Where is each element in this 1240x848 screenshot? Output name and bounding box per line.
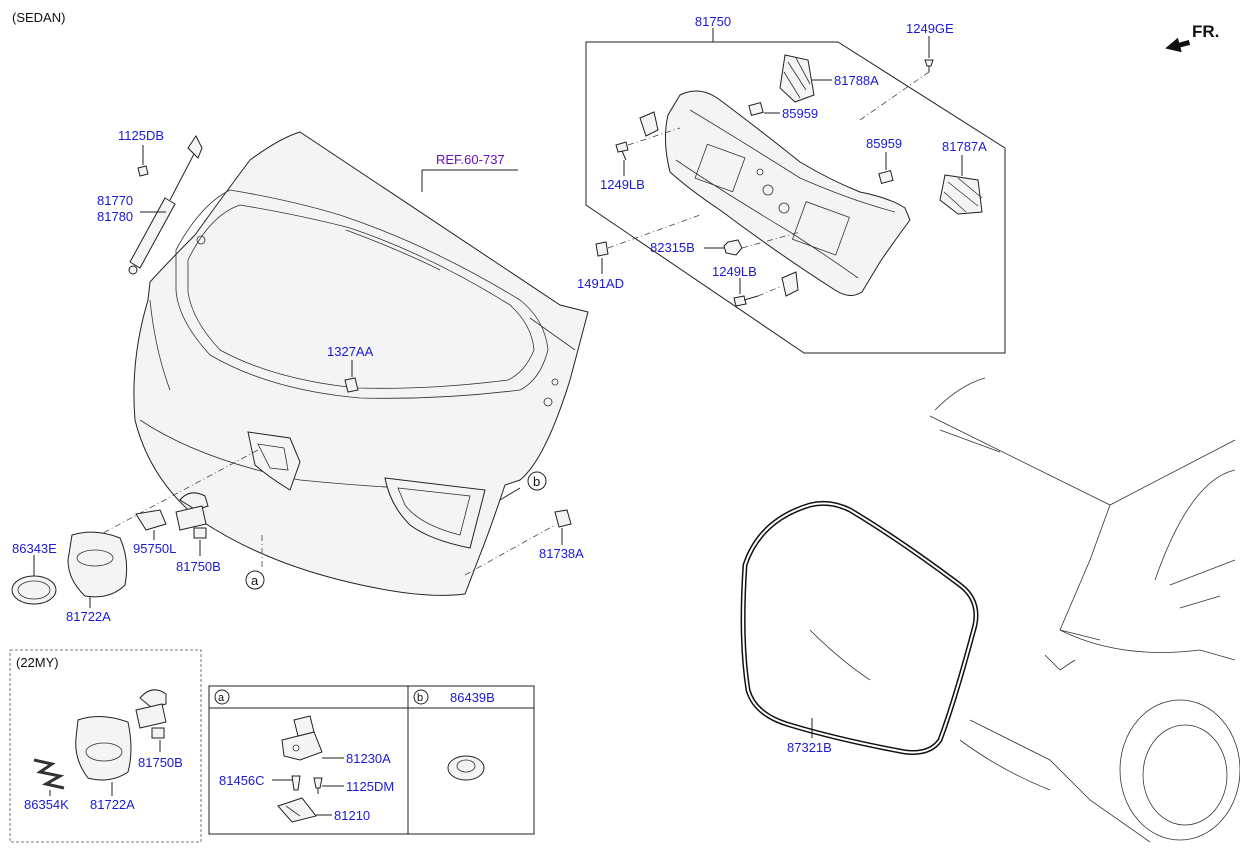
- part-label-1249GE[interactable]: 1249GE: [906, 21, 954, 36]
- part-label-86343E[interactable]: 86343E: [12, 541, 57, 556]
- part-label-1327AA[interactable]: 1327AA: [327, 344, 374, 359]
- inset-handle-81722A-icon: [75, 716, 132, 781]
- tape-86354K-icon: [33, 758, 65, 790]
- callout-b[interactable]: b: [527, 471, 547, 491]
- part-label-85959-lower[interactable]: 85959: [866, 136, 902, 151]
- part-label-81722A[interactable]: 81722A: [66, 609, 111, 624]
- cover-81788A-icon: [779, 54, 815, 103]
- front-arrow-icon: [1165, 37, 1191, 53]
- part-label-81230A[interactable]: 81230A: [346, 751, 391, 766]
- svg-text:b: b: [533, 474, 540, 489]
- clip-85959-lower-icon: [878, 170, 894, 184]
- part-label-1125DB[interactable]: 1125DB: [118, 128, 164, 143]
- svg-text:a: a: [218, 692, 225, 704]
- part-label-81738A[interactable]: 81738A: [539, 546, 584, 561]
- svg-text:a: a: [251, 573, 259, 588]
- plug-86439B-icon: [447, 755, 485, 781]
- pin-81456C-icon: [291, 775, 301, 791]
- bolt-1125DM-icon: [313, 777, 323, 794]
- part-label-95750L[interactable]: 95750L: [133, 541, 176, 556]
- bolt-1249GE-icon: [924, 59, 934, 72]
- part-label-81788A[interactable]: 81788A: [834, 73, 879, 88]
- weatherstrip-87321B-icon: [740, 500, 979, 755]
- inset-lamp-81750B-icon: [135, 689, 167, 739]
- part-label-81456C[interactable]: 81456C: [219, 773, 265, 788]
- part-label-81787A[interactable]: 81787A: [942, 139, 987, 154]
- striker-81210-icon: [277, 797, 317, 823]
- clip-1491AD-icon: [595, 241, 609, 257]
- part-label-81770[interactable]: 81770: [97, 193, 133, 208]
- part-label-87321B[interactable]: 87321B: [787, 740, 832, 755]
- part-label-81780[interactable]: 81780: [97, 209, 133, 224]
- bumper-stop-1327AA-icon: [344, 377, 359, 393]
- tailgate-panel: [133, 131, 589, 596]
- bolt-1125DB-icon: [137, 165, 149, 177]
- clip-85959-upper-icon: [748, 102, 764, 116]
- front-direction-label: FR.: [1192, 22, 1219, 41]
- part-label-86439B[interactable]: 86439B: [450, 690, 495, 705]
- detail-table: [208, 685, 535, 835]
- callout-a[interactable]: a: [245, 570, 265, 590]
- inset-22my: [9, 649, 202, 843]
- bolt-1249LB-lower-icon: [733, 271, 799, 307]
- part-label-1249LB-upper[interactable]: 1249LB: [600, 177, 645, 192]
- switch-95750L-icon: [135, 509, 167, 531]
- part-label-1125DM[interactable]: 1125DM: [346, 779, 394, 794]
- inset-part-label-86354K[interactable]: 86354K: [24, 797, 69, 812]
- part-label-85959-upper[interactable]: 85959: [782, 106, 818, 121]
- svg-text:b: b: [417, 692, 423, 704]
- part-label-1249LB-lower[interactable]: 1249LB: [712, 264, 757, 279]
- lamp-81750B-icon: [175, 492, 209, 539]
- inset-part-label-81722A[interactable]: 81722A: [90, 797, 135, 812]
- part-label-81750[interactable]: 81750: [695, 14, 731, 29]
- garnish-assembly-outline: [585, 28, 1006, 354]
- ref-label[interactable]: REF.60-737: [436, 152, 505, 167]
- inset-22my-title: (22MY): [16, 655, 59, 670]
- handle-81722A-icon: [67, 531, 128, 598]
- gas-strut-icon: [128, 135, 203, 275]
- vehicle-rear-view: [809, 377, 1240, 843]
- bumper-81738A-icon: [554, 509, 572, 528]
- box-a-tag: a: [214, 689, 230, 705]
- variant-label: (SEDAN): [12, 10, 65, 25]
- part-label-81750B[interactable]: 81750B: [176, 559, 221, 574]
- latch-81230A-icon: [281, 715, 323, 761]
- kia-emblem-icon: [11, 575, 57, 605]
- part-label-82315B[interactable]: 82315B: [650, 240, 695, 255]
- bolt-1249LB-upper-icon: [615, 111, 659, 161]
- cover-81787A-icon: [939, 174, 983, 215]
- part-label-1491AD[interactable]: 1491AD: [577, 276, 624, 291]
- inset-part-label-81750B[interactable]: 81750B: [138, 755, 183, 770]
- part-label-81210[interactable]: 81210: [334, 808, 370, 823]
- nut-82315B-icon: [723, 239, 743, 256]
- box-b-tag: b: [413, 689, 429, 705]
- tailgate-garnish-panel: [664, 90, 911, 296]
